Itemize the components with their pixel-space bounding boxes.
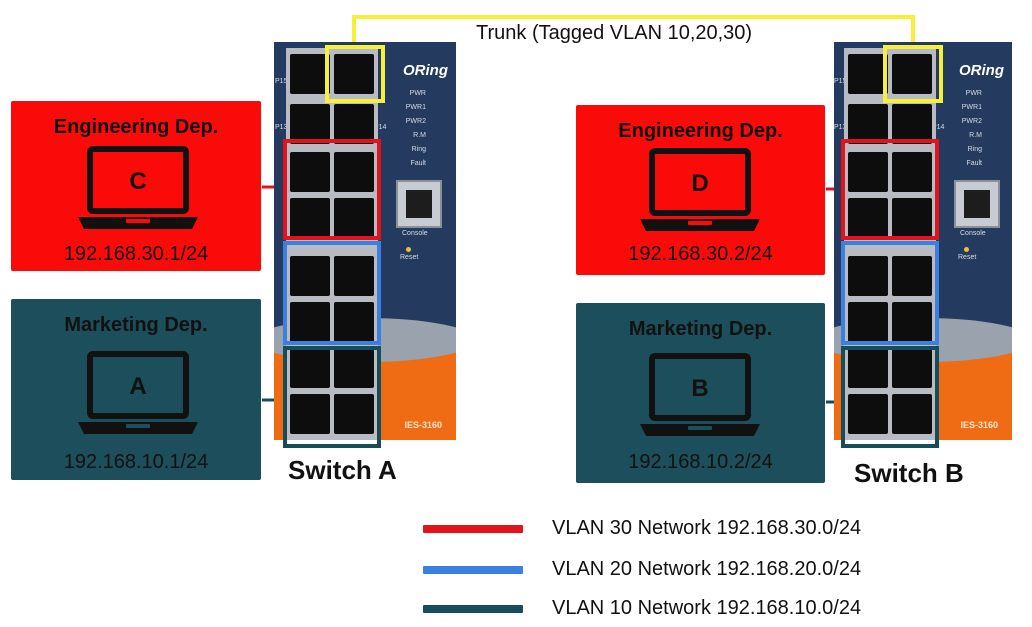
switch-b-port [892,302,932,342]
switch-a-port [334,348,374,388]
led-pwr1: PWR1 [405,104,426,111]
laptop-icon: D [640,148,760,231]
switch-a-port [334,302,374,342]
switch-a-port [290,256,330,296]
switch-a-port [334,198,374,238]
switch-a-port [290,302,330,342]
switch-b-vlan30-ports [841,139,939,240]
laptop-id: C [129,168,146,195]
switch-b-brand-logo: ORing [959,62,1004,79]
switch-b-port [848,104,888,144]
switch-a-port [290,104,330,144]
switch-a-vlan10-ports [283,346,381,448]
dept-title: Marketing Dep. [628,318,773,340]
switch-a-port [334,256,374,296]
laptop-icon: C [78,146,198,229]
switch-b-port [892,256,932,296]
switch-a-port-tag-p15: P15 [275,78,288,85]
switch-a-brand-logo: ORing [403,62,448,79]
switch-a-label: Switch A [288,455,397,485]
dept-title: Engineering Dep. [53,116,219,138]
switch-b-port [892,348,932,388]
led-pwr: PWR [409,90,426,97]
switch-a-port [334,54,374,94]
switch-b-console-port [954,180,1000,228]
dept-title: Marketing Dep. [64,314,208,336]
dept-ip: 192.168.10.1/24 [63,451,209,473]
switch-a-console-port [396,180,442,228]
switch-b-port-tag-p15: P15 [834,78,847,85]
laptop-icon: A [78,351,198,434]
switch-b-vlan20-ports [841,241,939,345]
led-fault: Fault [966,160,982,167]
switch-b-port [848,302,888,342]
laptop-icon: B [640,353,760,436]
switch-b-port [848,348,888,388]
switch-a-port [290,152,330,192]
led-rm: R.M [413,132,426,139]
laptop-id: D [691,170,708,197]
switch-b-vlan10-ports [841,346,939,448]
switch-b-port [892,152,932,192]
led-pwr: PWR [965,90,982,97]
switch-a-port [334,104,374,144]
switch-a-console-label: Console [402,230,428,237]
switch-b-port-tag-p14: P14 [932,124,945,131]
switch-b-label: Switch B [854,458,964,488]
switch-a-port-tag-p14: P14 [374,124,387,131]
switch-b-model: IES-3160 [960,420,998,430]
switch-b-port [848,394,888,434]
engineering-dept-d: Engineering Dep. D 192.168.30.2/24 [576,105,825,275]
switch-a-vlan20-ports [283,241,381,345]
switch-a-reset-label: Reset [400,254,419,261]
switch-a-port [290,394,330,434]
laptop-id: A [129,373,146,400]
switch-b-port-tag-p13: P13 [834,124,847,131]
led-pwr2: PWR2 [405,118,426,125]
legend-label-vlan20: VLAN 20 Network 192.168.20.0/24 [552,558,862,580]
switch-a-model: IES-3160 [404,420,442,430]
switch-a-reset-button [406,247,411,252]
led-rm: R.M [969,132,982,139]
switch-b-reset-button [964,247,969,252]
marketing-dept-b: Marketing Dep. B 192.168.10.2/24 [576,303,825,483]
legend-swatch-vlan30 [423,525,523,533]
legend-swatch-vlan20 [423,566,523,574]
switch-b-port [848,198,888,238]
switch-b-port [892,54,932,94]
led-fault: Fault [410,160,426,167]
dept-ip: 192.168.30.2/24 [628,243,773,265]
switch-b-trunk-port-highlight [883,45,943,103]
switch-b-port [892,394,932,434]
dept-ip: 192.168.30.1/24 [63,243,209,265]
switch-b-port [848,54,888,94]
legend-label-vlan30: VLAN 30 Network 192.168.30.0/24 [552,517,862,539]
dept-ip: 192.168.10.2/24 [628,451,773,473]
legend-swatch-vlan10 [423,605,523,613]
led-ring: Ring [411,146,426,153]
switch-b-console-label: Console [960,230,986,237]
marketing-dept-a: Marketing Dep. A 192.168.10.1/24 [11,299,261,480]
switch-b-port [892,198,932,238]
led-pwr1: PWR1 [961,104,982,111]
legend-label-vlan10: VLAN 10 Network 192.168.10.0/24 [552,597,862,619]
led-pwr2: PWR2 [961,118,982,125]
engineering-dept-c: Engineering Dep. C 192.168.30.1/24 [11,101,261,271]
trunk-label: Trunk (Tagged VLAN 10,20,30) [476,22,753,44]
switch-b-port [848,152,888,192]
switch-a-port [290,348,330,388]
led-ring: Ring [967,146,982,153]
switch-a-port-tag-p13: P13 [275,124,288,131]
switch-a-port [334,152,374,192]
switch-b-port [892,104,932,144]
dept-title: Engineering Dep. [618,120,783,142]
switch-a-port [334,394,374,434]
switch-a-port [290,54,330,94]
switch-a-port [290,198,330,238]
switch-b-reset-label: Reset [958,254,977,261]
switch-a-vlan30-ports [283,139,381,240]
switch-a-trunk-port-highlight [325,45,385,103]
laptop-id: B [691,375,708,402]
switch-b-port [848,256,888,296]
